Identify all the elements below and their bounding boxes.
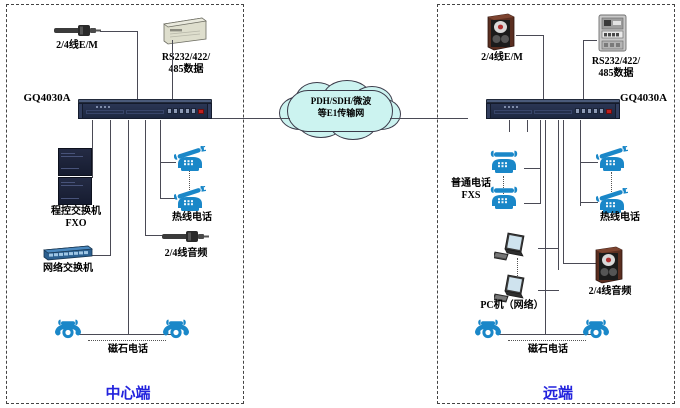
network-switch-icon-left <box>40 244 94 262</box>
left-em-line-h <box>100 31 138 32</box>
left-switch-label: 网络交换机 <box>43 263 93 274</box>
speaker-icon-right-em <box>486 13 516 51</box>
left-switch-line-h <box>92 255 111 256</box>
right-fxs-line-2 <box>524 203 541 204</box>
right-fxs-line-1 <box>524 168 541 169</box>
microphone-icon-left-audio <box>160 228 210 244</box>
left-rs232-line-v <box>172 40 173 101</box>
right-rs232-line-v <box>583 40 584 101</box>
magneto-phone-icon-left-1 <box>52 318 84 342</box>
left-magneto-line-v <box>128 120 129 335</box>
hotline-phone-icon-right-1 <box>596 146 628 172</box>
left-hotline-pair-dots <box>189 170 190 190</box>
right-hotline-pair-dots <box>611 172 612 194</box>
meter-icon-right-rs232 <box>596 13 630 53</box>
right-device-label: GQ4030A <box>620 92 668 104</box>
right-rs232-label: RS232/422/ 485数据 <box>591 56 641 79</box>
desk-phone-icon-right-2 <box>488 186 520 210</box>
magneto-phone-icon-right-1 <box>472 318 504 342</box>
right-pc-pair-dots <box>517 258 518 280</box>
hotline-phone-icon-right-2 <box>596 188 628 214</box>
left-hotline-line-2 <box>160 198 176 199</box>
right-rs232-line-h <box>583 40 597 41</box>
left-hotline-label: 热线电话 <box>172 212 212 223</box>
desk-phone-icon-right-1 <box>488 150 520 174</box>
left-magneto-label: 磁石电话 <box>108 344 148 355</box>
cloud-label: PDH/SDH/微波 等E1传输网 <box>310 96 372 119</box>
central-end-label: 中心端 <box>105 386 151 402</box>
right-audio-line-h <box>563 263 597 264</box>
right-hotline-line-1 <box>580 162 598 163</box>
right-drop-2 <box>527 120 528 132</box>
right-audio-line-v <box>563 120 564 264</box>
magneto-phone-icon-right-2 <box>580 318 612 342</box>
left-pbx-line-v <box>92 120 93 178</box>
right-pc-line-2 <box>538 290 559 291</box>
left-magneto-pair-dots <box>88 340 166 341</box>
right-drop-1 <box>509 120 510 132</box>
right-em-label: 2/4线E/M <box>481 52 523 63</box>
right-fxs-bus-v <box>540 120 541 204</box>
right-pc-line-1 <box>538 248 559 249</box>
left-audio-line-h <box>145 235 165 236</box>
left-audio-label: 2/4线音频 <box>164 248 208 259</box>
left-device-label: GQ4030A <box>23 92 71 104</box>
gq4030a-device-left[interactable] <box>78 99 212 120</box>
right-magneto-line-v <box>545 120 546 335</box>
right-hotline-label: 热线电话 <box>600 212 640 223</box>
remote-end-label: 远端 <box>542 386 573 402</box>
remote-end-zone-box <box>437 4 675 404</box>
trunk-line-right <box>390 118 468 119</box>
right-fxs-pair-dots <box>503 176 504 196</box>
left-hotline-bus-v <box>160 120 161 199</box>
right-em-line-v <box>543 35 544 101</box>
right-audio-label: 2/4线音频 <box>588 286 632 297</box>
right-hotline-bus-v <box>580 120 581 206</box>
left-magneto-line-h <box>78 334 178 335</box>
left-pbx-label: 程控交换机 FXO <box>51 206 101 229</box>
left-audio-line-v <box>145 120 146 236</box>
hotline-phone-icon-left-2 <box>174 186 206 212</box>
computer-icon-right-2 <box>492 274 538 309</box>
right-magneto-label: 磁石电话 <box>528 344 568 355</box>
right-fxs-label: 普通电话 FXS <box>451 178 491 201</box>
right-magneto-line-h <box>498 334 597 335</box>
right-pc-bus-v <box>558 120 559 270</box>
speaker-icon-right-audio <box>594 246 624 284</box>
microphone-icon-left-em <box>52 22 102 38</box>
left-switch-line-v <box>110 120 111 256</box>
left-em-label: 2/4线E/M <box>56 40 98 51</box>
transmission-network-cloud <box>277 80 403 142</box>
left-em-line-v <box>137 31 138 101</box>
pbx-cabinet-icon-left <box>58 148 92 206</box>
right-pc-label: PC机（网络） <box>480 300 544 311</box>
trunk-line-left <box>212 118 290 119</box>
right-hotline-line-2 <box>580 202 598 203</box>
hotline-phone-icon-left-1 <box>174 146 206 172</box>
right-em-line-h <box>516 35 544 36</box>
right-magneto-pair-dots <box>508 340 586 341</box>
computer-icon-right-1 <box>492 232 538 267</box>
modem-box-icon-left-rs232 <box>160 14 208 46</box>
central-end-zone-box <box>6 4 244 404</box>
left-rs232-label: RS232/422/ 485数据 <box>161 52 211 75</box>
magneto-phone-icon-left-2 <box>160 318 192 342</box>
gq4030a-device-right[interactable] <box>486 99 620 120</box>
left-hotline-line-1 <box>160 162 176 163</box>
